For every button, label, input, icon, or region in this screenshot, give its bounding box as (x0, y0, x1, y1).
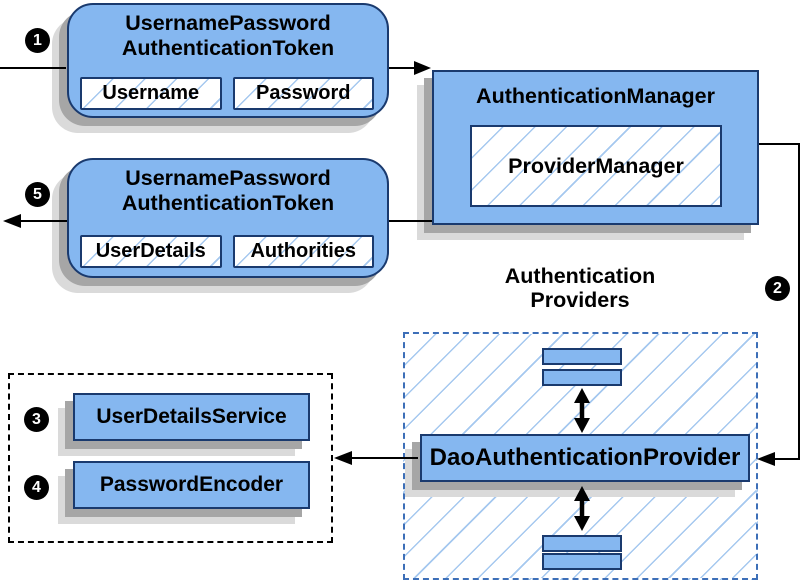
arrowhead-right-icon (414, 61, 431, 75)
token-request-title-line1: UsernamePassword (125, 11, 331, 35)
token-request-title-line2: AuthenticationToken (121, 36, 335, 60)
arrowhead-left-icon (757, 452, 775, 466)
flow-arrow-result-out (3, 214, 67, 228)
flow-path-manager-to-provider (757, 143, 800, 466)
arrowhead-left-icon (3, 214, 21, 228)
token-result-title-line1: UsernamePassword (125, 166, 331, 190)
step-1-badge: 1 (25, 28, 50, 53)
arrowhead-left-icon (334, 451, 352, 465)
token-result-title: UsernamePassword AuthenticationToken (69, 166, 387, 216)
token-request-title: UsernamePassword AuthenticationToken (69, 11, 387, 61)
dao-authentication-provider-box: DaoAuthenticationProvider (420, 434, 750, 482)
user-details-service-label: UserDetailsService (96, 405, 287, 428)
authentication-manager-box: AuthenticationManager ProviderManager (432, 70, 759, 225)
provider-placeholder-bar (542, 348, 622, 365)
step-5-badge: 5 (25, 182, 50, 207)
username-password-token-request: UsernamePassword AuthenticationToken Use… (67, 3, 389, 118)
token-request-fields: Username Password (80, 77, 374, 110)
field-authorities: Authorities (232, 235, 374, 268)
step-2-badge: 2 (765, 276, 790, 301)
password-encoder-label: PasswordEncoder (99, 473, 284, 496)
authentication-providers-label: Authentication Providers (455, 264, 705, 312)
authentication-providers-label-line1: Authentication (504, 264, 656, 288)
provider-placeholder-bar (542, 535, 622, 552)
password-encoder-box: PasswordEncoder (73, 461, 310, 509)
dao-authentication-provider-label: DaoAuthenticationProvider (429, 444, 741, 471)
provider-manager-box: ProviderManager (470, 125, 722, 207)
step-3-badge: 3 (24, 407, 49, 432)
provider-placeholder-bar (542, 553, 622, 570)
token-result-fields: UserDetails Authorities (80, 235, 374, 268)
flow-arrow-request-to-manager (389, 61, 431, 75)
step-4-badge: 4 (24, 475, 49, 500)
username-password-token-result: UsernamePassword AuthenticationToken Use… (67, 158, 389, 278)
user-details-service-box: UserDetailsService (73, 393, 310, 441)
authentication-providers-label-line2: Providers (530, 288, 630, 312)
field-password: Password (232, 77, 374, 110)
services-container: UserDetailsService PasswordEncoder (8, 373, 333, 543)
authentication-manager-title: AuthenticationManager (476, 84, 715, 108)
token-result-title-line2: AuthenticationToken (121, 191, 335, 215)
provider-manager-label: ProviderManager (508, 153, 684, 178)
provider-placeholder-bar (542, 369, 622, 386)
field-username: Username (80, 77, 222, 110)
field-userdetails: UserDetails (80, 235, 222, 268)
